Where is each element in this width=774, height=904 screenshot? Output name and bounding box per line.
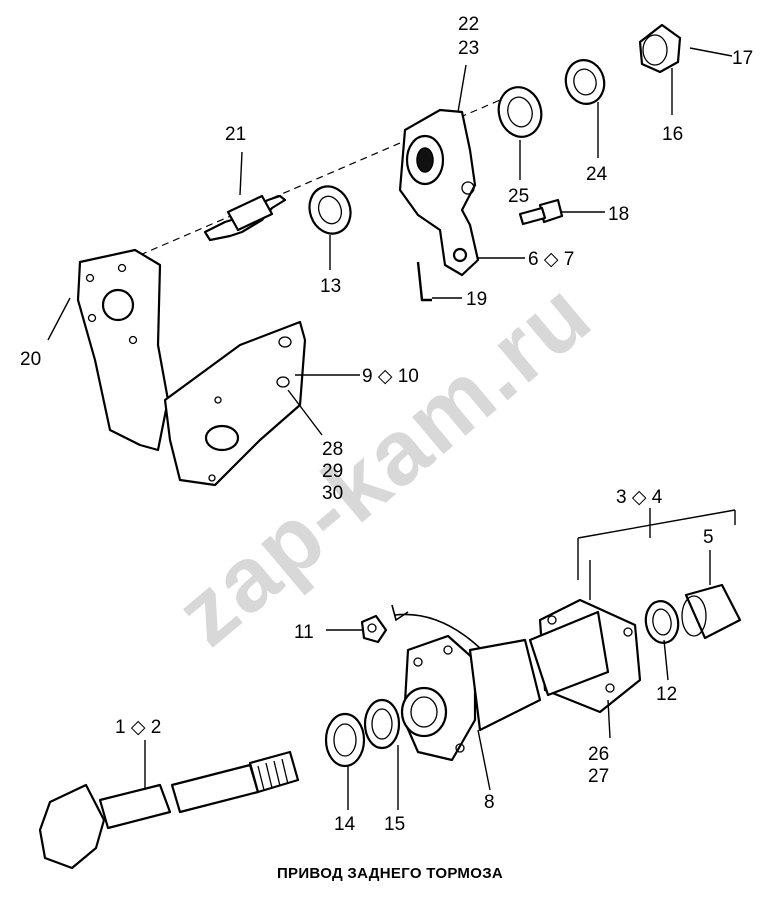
housing-part-8 <box>400 634 542 762</box>
flange-part-26 <box>528 598 642 714</box>
label-6-7: 6 ◇ 7 <box>528 249 574 270</box>
stud-part-21 <box>203 194 287 242</box>
label-26: 26 <box>588 744 609 765</box>
cap-part-16 <box>638 23 682 74</box>
seal-part-24 <box>564 59 606 105</box>
ring-part-14 <box>324 712 366 768</box>
label-11: 11 <box>294 622 314 643</box>
label-1-2: 1 ◇ 2 <box>115 717 161 738</box>
label-8: 8 <box>484 792 495 813</box>
ring-part-12 <box>644 600 680 644</box>
seal-ring-part-13 <box>308 185 352 235</box>
label-27: 27 <box>588 766 609 787</box>
bushing-part-5 <box>681 583 742 640</box>
label-30: 30 <box>322 483 343 504</box>
label-13: 13 <box>320 276 341 297</box>
bracket-plate-part-20 <box>76 248 307 487</box>
leader-lines <box>47 47 736 810</box>
grease-fitting-part-11 <box>360 614 388 644</box>
label-9-10: 9 ◇ 10 <box>362 366 419 387</box>
label-22: 22 <box>458 14 479 35</box>
bolt-part-18 <box>518 198 564 226</box>
label-25: 25 <box>508 186 529 207</box>
label-29: 29 <box>322 461 343 482</box>
label-24: 24 <box>586 164 608 185</box>
label-5: 5 <box>703 527 714 548</box>
label-15: 15 <box>384 814 405 835</box>
label-17: 17 <box>732 48 753 69</box>
label-20: 20 <box>20 349 41 370</box>
rotation-arrowhead <box>391 604 409 622</box>
label-21: 21 <box>225 124 246 145</box>
label-12: 12 <box>656 684 677 705</box>
label-23: 23 <box>458 38 479 59</box>
slack-adjuster-part-22 <box>398 108 480 277</box>
label-3-4: 3 ◇ 4 <box>616 487 663 508</box>
pin-part-19 <box>416 261 432 302</box>
label-28: 28 <box>322 439 343 460</box>
label-14: 14 <box>334 814 356 835</box>
ring-part-15 <box>363 698 401 750</box>
diagram-caption: ПРИВОД ЗАДНЕГО ТОРМОЗА <box>277 865 503 882</box>
label-16: 16 <box>662 124 683 145</box>
label-19: 19 <box>466 289 487 310</box>
seal-part-25 <box>497 86 543 138</box>
cam-shaft-part-1 <box>38 750 300 870</box>
label-18: 18 <box>608 204 629 225</box>
